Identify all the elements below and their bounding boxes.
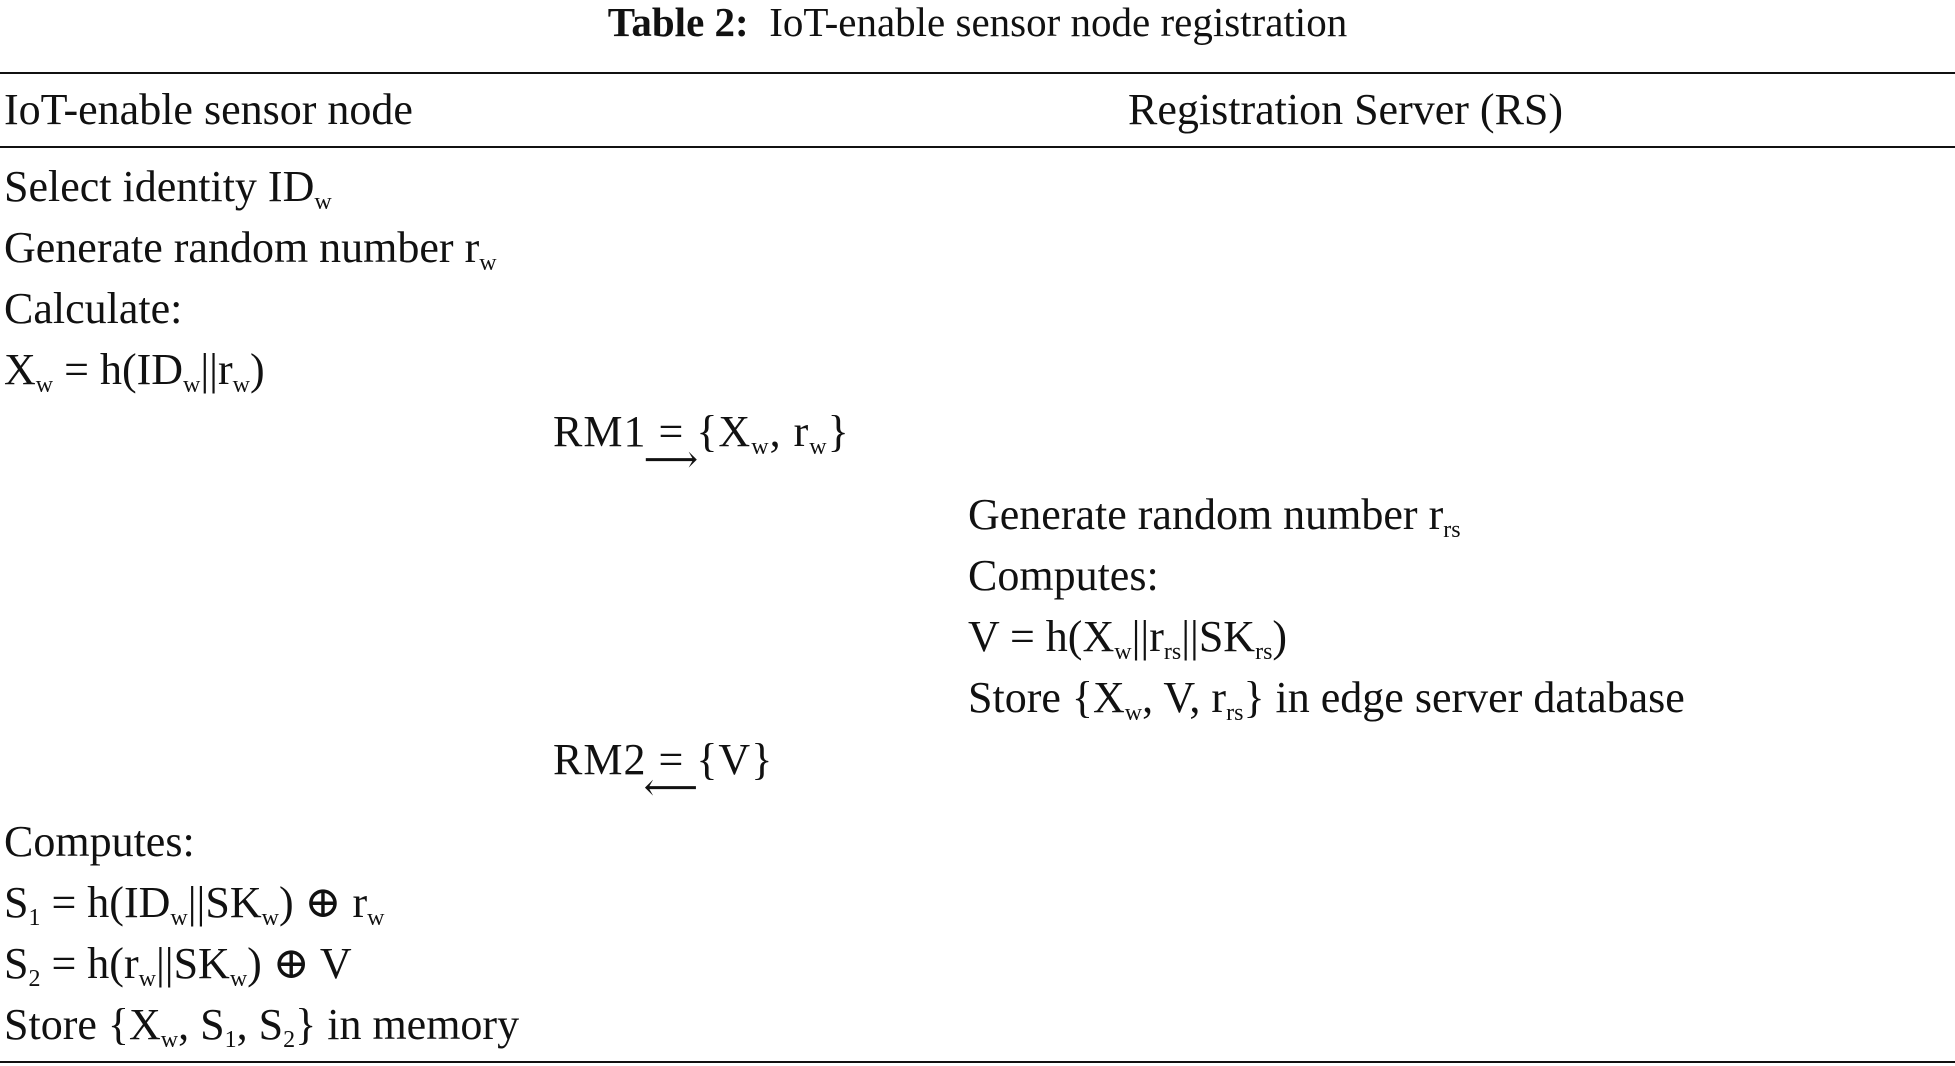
message-rm2: RM2 =⟵ {V}: [553, 735, 774, 809]
rm2-equals: =⟵: [643, 735, 700, 809]
server-computes-label: Computes:: [968, 551, 1159, 600]
header-rule: [0, 146, 1955, 148]
s1-formula: S1 = h(IDw||SKw) ⊕ rw: [4, 878, 385, 931]
calculate-label: Calculate:: [4, 284, 183, 333]
node-computes-label: Computes:: [4, 817, 195, 866]
rm1-name: RM1: [553, 407, 647, 456]
s2-formula: S2 = h(rw||SKw) ⊕ V: [4, 939, 352, 992]
table-caption: Table 2: IoT-enable sensor node registra…: [0, 0, 1955, 44]
select-identity-step: Select identity IDw: [4, 162, 332, 215]
rm1-equals: =⟶: [643, 407, 700, 481]
xw-formula: Xw = h(IDw||rw): [4, 345, 265, 398]
caption-title: IoT-enable sensor node registration: [769, 0, 1348, 45]
header-node: IoT-enable sensor node: [4, 85, 413, 134]
bottom-rule: [0, 1061, 1955, 1063]
left-arrow-icon: ⟵: [643, 767, 700, 809]
message-rm1: RM1 =⟶ {Xw, rw}: [553, 407, 850, 481]
right-arrow-icon: ⟶: [643, 439, 700, 481]
generate-random-node-step: Generate random number rw: [4, 223, 497, 276]
node-store-step: Store {Xw, S1, S2} in memory: [4, 1000, 520, 1053]
top-rule: [0, 72, 1955, 74]
generate-random-server-step: Generate random number rrs: [968, 490, 1461, 543]
rm2-name: RM2: [553, 735, 647, 784]
header-server: Registration Server (RS): [1128, 85, 1564, 134]
caption-label: Table 2:: [607, 0, 749, 45]
v-formula: V = h(Xw||rrs||SKrs): [968, 612, 1288, 665]
server-store-step: Store {Xw, V, rrs} in edge server databa…: [968, 673, 1685, 726]
